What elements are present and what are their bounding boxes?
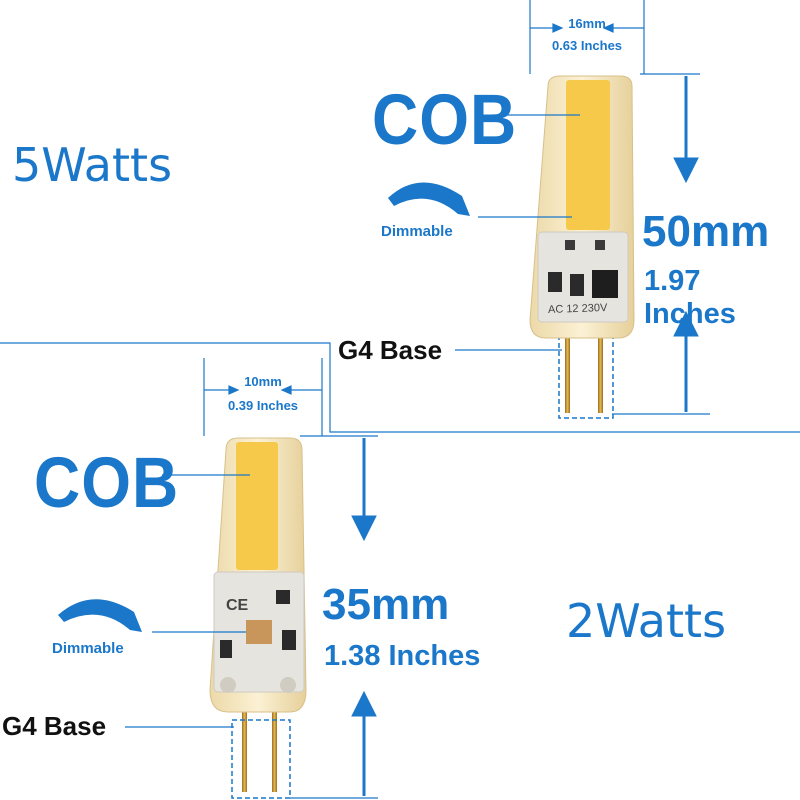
top-bulb-chip-5 (595, 240, 605, 250)
top-pcb-print: AC 12 230V (547, 301, 608, 317)
bottom-height-dimension (290, 435, 378, 799)
top-dimmable-icon (388, 182, 470, 216)
bottom-bulb-chip-2 (220, 640, 232, 658)
top-bulb-chip-2 (570, 274, 584, 296)
top-power-label: 5Watts (12, 138, 173, 192)
panel-divider (0, 342, 800, 433)
top-bulb (529, 75, 635, 419)
bottom-bulb-solder-left (220, 677, 236, 693)
top-base-label: G4 Base (338, 335, 443, 365)
bottom-bulb-pin-left (242, 710, 247, 792)
top-height-mm: 50mm (642, 207, 770, 256)
top-width-dimension (529, 0, 645, 74)
top-width-mm: 16mm (568, 16, 606, 31)
bottom-leader-lines (125, 474, 250, 728)
bottom-bulb: CE (209, 437, 307, 799)
top-bulb-chip-1 (548, 272, 562, 292)
bottom-bulb-ce-mark: CE (226, 597, 249, 614)
bottom-bulb-cob-strip (236, 442, 278, 570)
bottom-bulb-pin-right (272, 710, 277, 792)
top-bulb-pin-right (598, 333, 603, 413)
top-dimmable-label: Dimmable (381, 223, 453, 240)
bottom-width-mm: 10mm (244, 374, 282, 389)
bottom-height-inches: 1.38 Inches (324, 640, 481, 672)
bottom-bulb-chip-1 (246, 620, 272, 644)
bottom-power-label: 2Watts (566, 594, 727, 648)
bottom-base-label: G4 Base (2, 711, 107, 741)
top-cob-label: COB (372, 79, 518, 160)
bottom-dimmable-label: Dimmable (52, 640, 124, 657)
bottom-cob-label: COB (34, 442, 180, 523)
top-leader-lines (455, 114, 580, 351)
top-height-inches: 1.97 Inches (644, 265, 736, 330)
top-bulb-pin-left (565, 333, 570, 413)
top-bulb-cob-strip (566, 80, 610, 230)
bottom-bulb-base-outline (231, 719, 291, 799)
top-width-inches: 0.63 Inches (551, 38, 623, 53)
top-height-dimension (612, 73, 710, 415)
top-bulb-chip-4 (565, 240, 575, 250)
bottom-bulb-solder-right (280, 677, 296, 693)
bottom-width-inches: 0.39 Inches (227, 398, 299, 413)
bottom-height-mm: 35mm (322, 580, 450, 629)
top-bulb-chip-3 (592, 270, 618, 298)
bottom-width-dimension (203, 358, 323, 436)
bottom-bulb-chip-3 (282, 630, 296, 650)
bottom-bulb-chip-4 (276, 590, 290, 604)
bottom-dimmable-icon (58, 599, 142, 632)
